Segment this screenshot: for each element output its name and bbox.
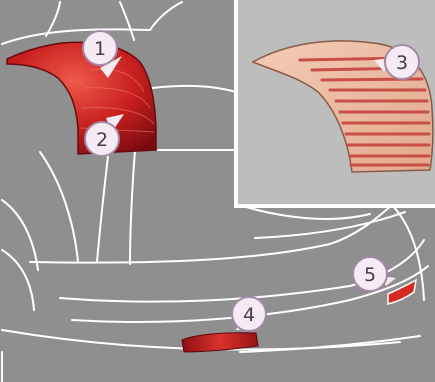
callout-4: 4 [232,297,266,331]
inset-panel [236,0,435,206]
callout-4-label: 4 [243,304,255,326]
callout-3-label: 3 [396,52,408,74]
callout-1-label: 1 [94,38,106,60]
callout-5-label: 5 [364,264,376,286]
callout-2-label: 2 [96,129,108,151]
